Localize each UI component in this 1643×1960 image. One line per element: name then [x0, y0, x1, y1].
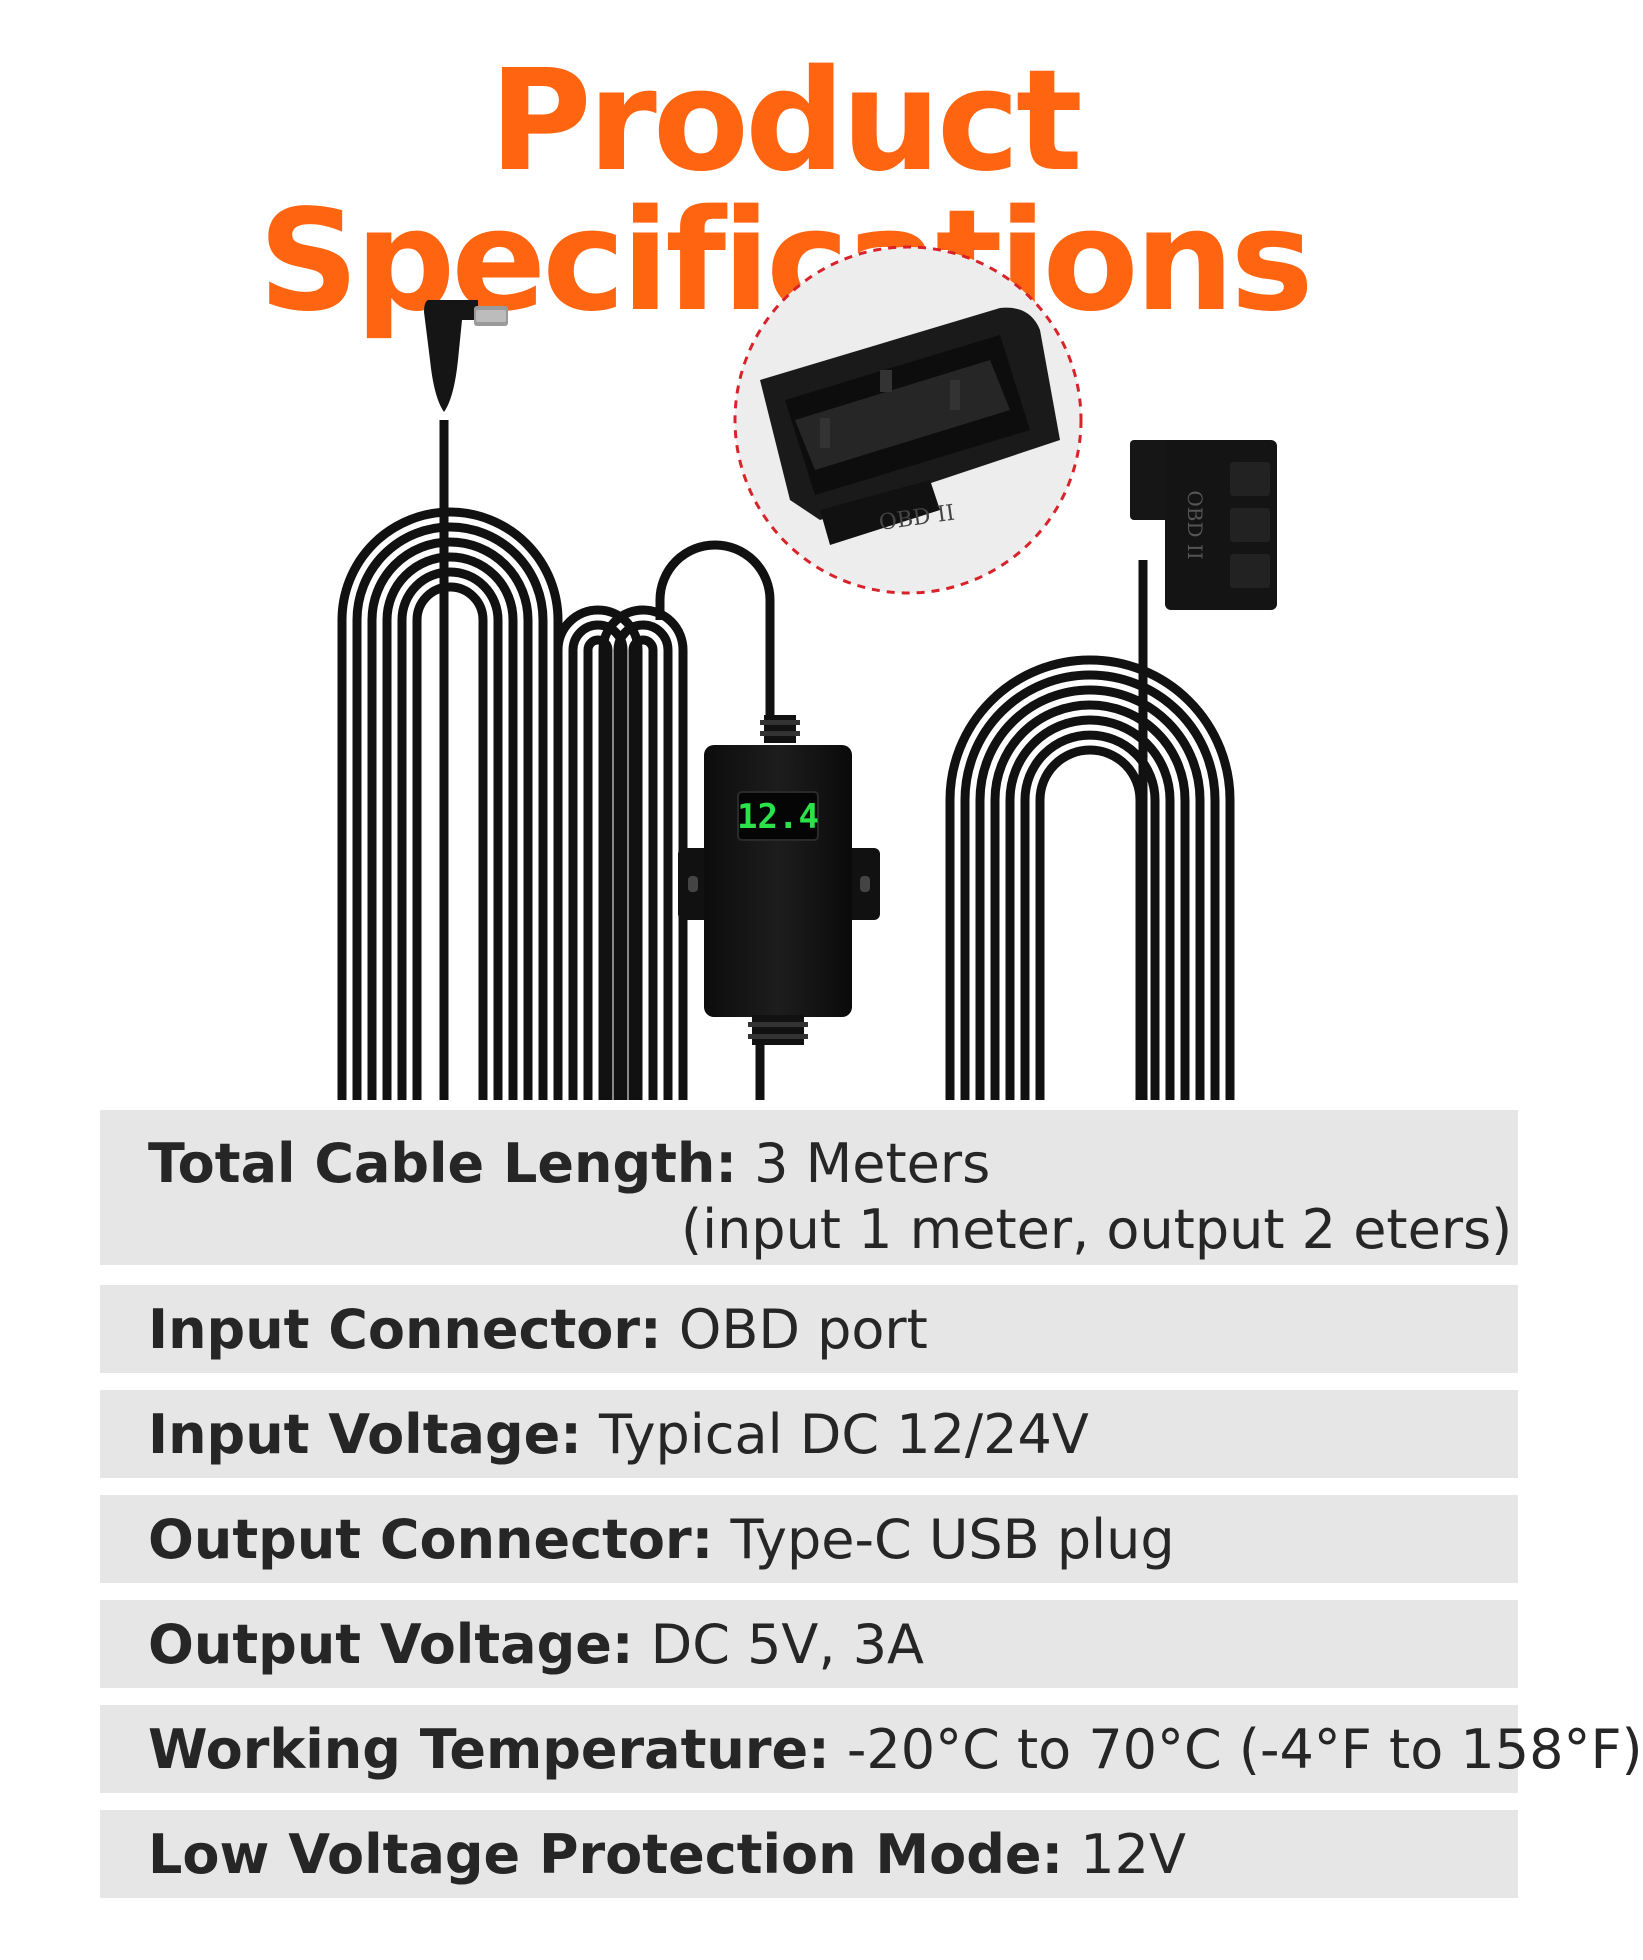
control-box: 12.4 [678, 715, 880, 1045]
zoom-detail: OBD II [733, 245, 1083, 595]
product-image: 12.4 OBD II OBD II [337, 245, 1277, 1100]
spec-label: Working Temperature: [148, 1717, 830, 1781]
voltage-display: 12.4 [737, 797, 819, 837]
spec-label: Input Voltage: [148, 1402, 582, 1466]
spec-value-line2: (input 1 meter, output 2 eters) [681, 1198, 1513, 1261]
spec-value: DC 5V, 3A [650, 1612, 924, 1676]
spec-label: Low Voltage Protection Mode: [148, 1822, 1064, 1886]
spec-row-input-connector: Input Connector: OBD port [100, 1285, 1518, 1373]
spec-label: Output Connector: [148, 1507, 714, 1571]
obd-connector-icon: OBD II [1130, 440, 1277, 610]
spec-value: 3 Meters [754, 1132, 991, 1195]
usb-c-plug-icon [424, 300, 508, 412]
spec-value: Type-C USB plug [730, 1507, 1175, 1571]
spec-row-input-voltage: Input Voltage: Typical DC 12/24V [100, 1390, 1518, 1478]
spec-row-total-cable-length: Total Cable Length: 3 Meters (input 1 me… [100, 1110, 1518, 1265]
spec-row-output-connector: Output Connector: Type-C USB plug [100, 1495, 1518, 1583]
spec-row-output-voltage: Output Voltage: DC 5V, 3A [100, 1600, 1518, 1688]
spec-label: Input Connector: [148, 1297, 662, 1361]
spec-row-working-temperature: Working Temperature: -20°C to 70°C (-4°F… [100, 1705, 1643, 1793]
input-cable-coil [337, 507, 563, 1100]
svg-text:OBD II: OBD II [1183, 490, 1207, 559]
spec-value: OBD port [678, 1297, 928, 1361]
spec-row-low-voltage-protection: Low Voltage Protection Mode: 12V [100, 1810, 1518, 1898]
spec-label: Output Voltage: [148, 1612, 634, 1676]
obd-cable-coil [945, 655, 1235, 1100]
spec-value: -20°C to 70°C (-4°F to 158°F) [846, 1717, 1643, 1781]
spec-value: Typical DC 12/24V [599, 1402, 1089, 1466]
spec-value: 12V [1080, 1822, 1186, 1886]
spec-label: Total Cable Length: [148, 1132, 737, 1195]
